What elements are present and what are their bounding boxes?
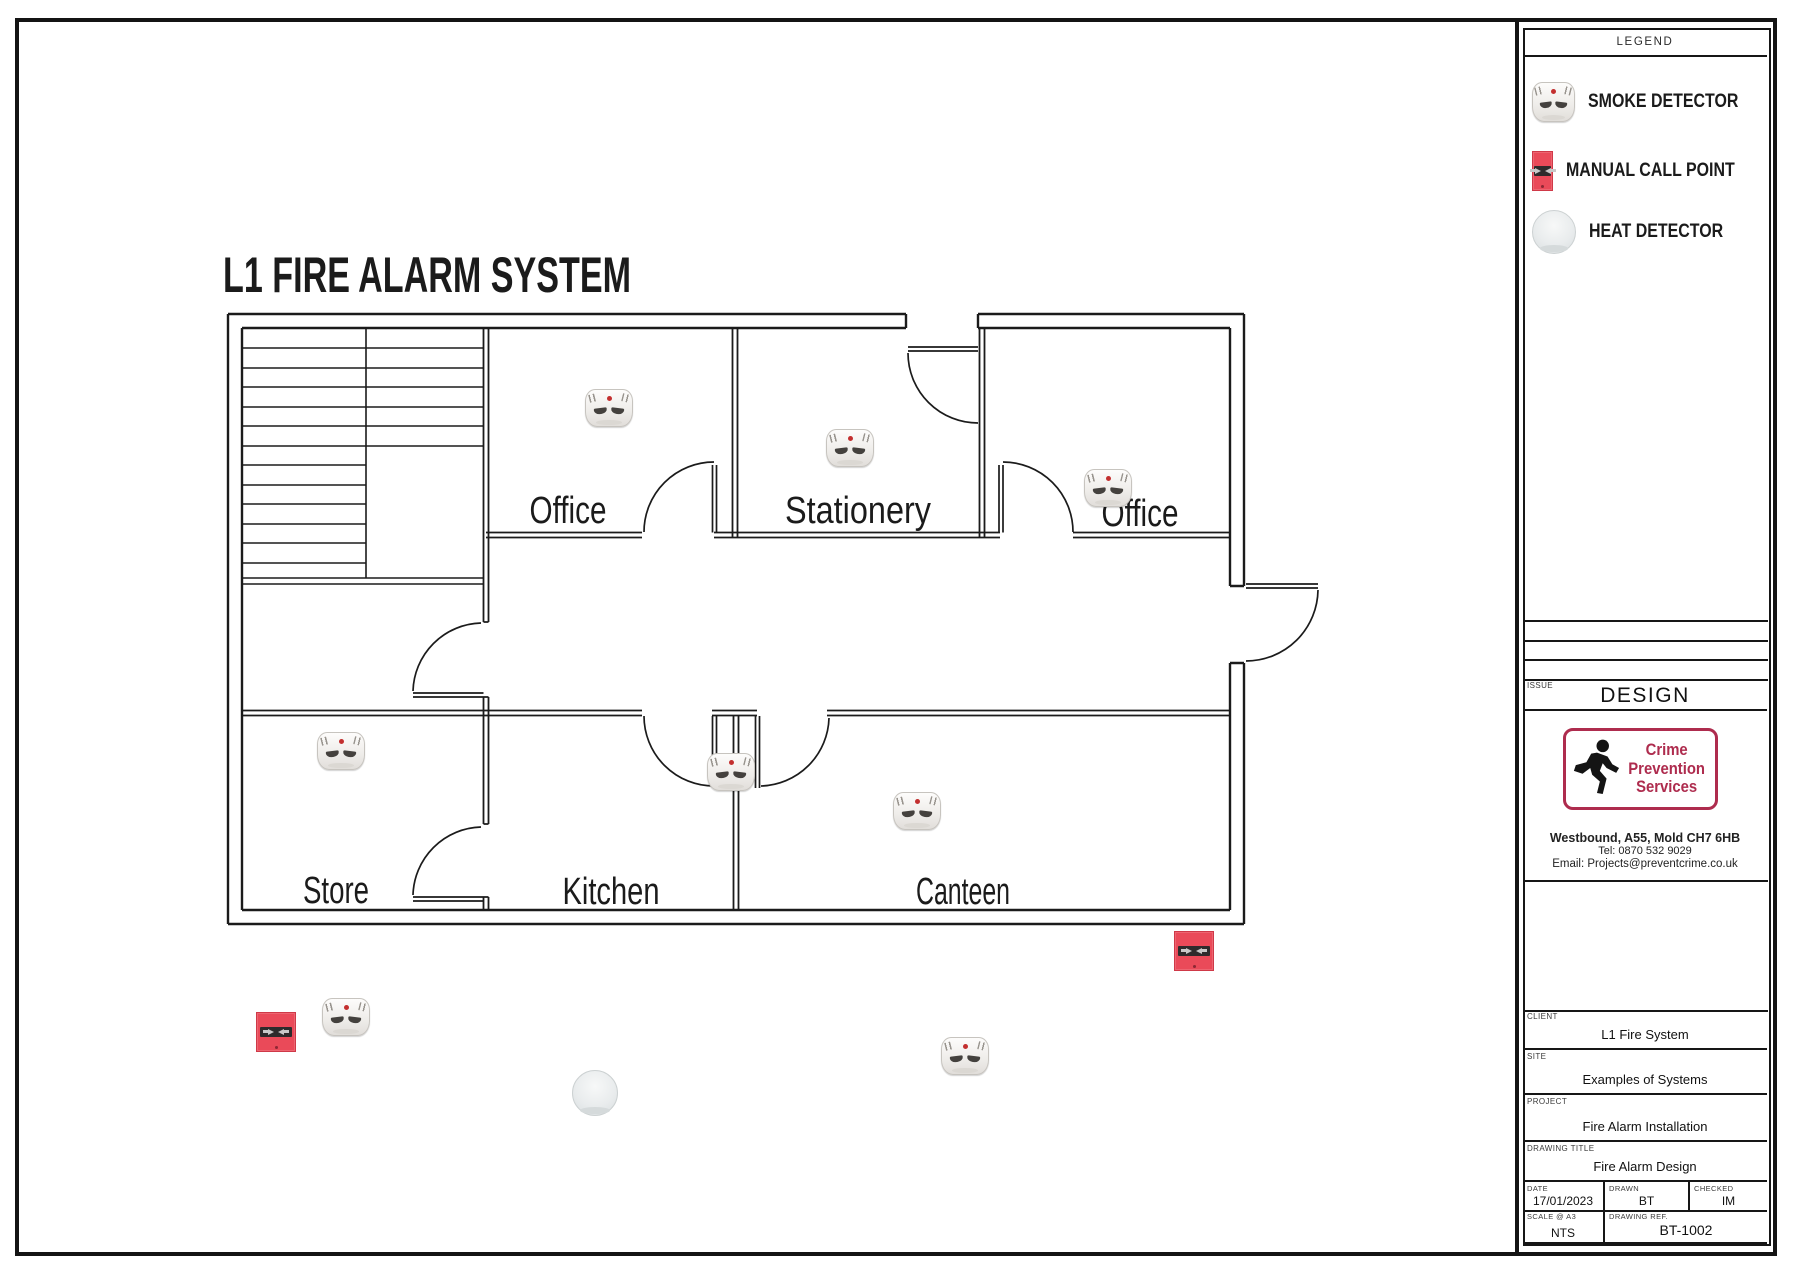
exterior-walls-inner [240,326,1232,912]
field-site-value: Examples of Systems [1582,1072,1708,1087]
field-drawing-title-label: DRAWING TITLE [1527,1144,1595,1153]
field-checked-value: IM [1721,1194,1736,1208]
door-office2 [998,461,1074,533]
smoke-detector-symbol [893,792,941,830]
field-project: PROJECT Fire Alarm Installation [1523,1095,1767,1142]
heat-detector-icon [1532,210,1576,254]
issue-value: DESIGN [1600,684,1690,707]
smoke-detector-symbol [941,1037,989,1075]
field-drawing-ref-label: DRAWING REF. [1609,1212,1669,1221]
company-email: Email: Projects@preventcrime.co.uk [1552,858,1738,870]
smoke-detector-symbol [322,998,370,1036]
exterior-walls-outer [226,312,1246,926]
title-block-panel-border [1523,28,1771,1246]
door-lobby [412,622,484,698]
field-client: CLIENT L1 Fire System [1523,1010,1767,1050]
logo-line-2: Prevention [1628,759,1706,778]
field-drawing-title-value: Fire Alarm Design [1593,1159,1697,1174]
field-checked-label: CHECKED [1694,1184,1734,1193]
smoke-detector-symbol [1084,469,1132,507]
field-scale: SCALE @ A3 NTS [1523,1210,1603,1242]
company-address: Westbound, A55, Mold CH7 6HB [1549,831,1741,845]
field-date: DATE 17/01/2023 [1523,1182,1603,1210]
manual-call-point-symbol [256,1012,296,1052]
running-man-icon [1574,739,1620,794]
meta2-row: SCALE @ A3 NTS DRAWING REF. BT-1002 [1523,1210,1767,1244]
smoke-detector-symbol [826,429,874,467]
field-drawn: DRAWN BT [1603,1182,1688,1210]
legend-item-heat: HEAT DETECTOR [1523,210,1767,254]
field-date-value: 17/01/2023 [1532,1194,1594,1208]
panel-line [1523,640,1768,642]
device-symbols-layer [0,0,1800,1116]
room-label-stationery: Stationery [785,490,931,532]
field-site: SITE Examples of Systems [1523,1050,1767,1095]
field-project-value: Fire Alarm Installation [1582,1119,1708,1134]
field-scale-label: SCALE @ A3 [1527,1212,1577,1221]
legend-label-heat: HEAT DETECTOR [1589,221,1724,242]
field-drawing-title: DRAWING TITLE Fire Alarm Design [1523,1142,1767,1182]
field-date-label: DATE [1527,1184,1549,1193]
legend-item-mcp: MANUAL CALL POINT [1523,151,1767,191]
room-label-canteen: Canteen [916,871,1010,913]
panel-divider-line [1515,18,1519,1252]
smoke-detector-symbol [317,732,365,770]
staircase [242,328,483,585]
field-client-label: CLIENT [1527,1012,1558,1021]
panel-line [1523,1010,1768,1012]
legend-label-mcp: MANUAL CALL POINT [1566,160,1735,181]
field-site-label: SITE [1527,1052,1547,1061]
door-store [412,826,484,902]
door-kitchen [643,715,718,788]
field-checked: CHECKED IM [1688,1182,1767,1210]
door-office1 [643,461,718,533]
company-section: Crime Prevention Services Westbound, A55… [1523,709,1767,882]
panel-line [1523,659,1768,661]
field-client-value: L1 Fire System [1601,1027,1689,1042]
door-corridor-exit [1245,583,1319,662]
smoke-detector-symbol [707,753,755,791]
meta-row: DATE 17/01/2023 DRAWN BT CHECKED IM [1523,1182,1767,1212]
field-drawn-label: DRAWN [1609,1184,1640,1193]
page-title: L1 FIRE ALARM SYSTEM [223,247,631,303]
field-project-label: PROJECT [1527,1097,1568,1106]
door-stationery-top [907,346,979,424]
field-scale-value: NTS [1551,1226,1575,1240]
issue-row: ISSUE DESIGN [1523,679,1767,711]
manual-call-point-icon [1529,151,1556,191]
room-label-office-1: Office [530,490,607,532]
field-drawing-ref-value: BT-1002 [1659,1222,1713,1238]
panel-line [1523,679,1768,681]
manual-call-point-symbol [1174,931,1214,971]
room-label-kitchen: Kitchen [563,871,660,913]
panel-line [1523,620,1768,622]
logo-line-3: Services [1636,778,1698,797]
field-drawing-ref: DRAWING REF. BT-1002 [1603,1210,1767,1242]
company-phone: Tel: 0870 532 9029 [1598,845,1692,857]
sheet-border [15,18,1777,1256]
legend-header: LEGEND [1523,28,1767,57]
heat-detector-symbol [572,1070,618,1116]
room-label-store: Store [303,870,369,912]
issue-label: ISSUE [1527,681,1554,690]
legend-label-smoke: SMOKE DETECTOR [1587,91,1739,112]
field-drawn-value: BT [1638,1194,1655,1208]
interior-walls [242,328,1230,910]
smoke-detector-symbol [585,389,633,427]
company-logo: Crime Prevention Services [1563,728,1718,810]
legend-item-smoke: SMOKE DETECTOR [1523,80,1767,124]
smoke-detector-icon [1532,82,1575,122]
logo-line-1: Crime [1645,741,1689,760]
door-canteen [754,716,830,788]
